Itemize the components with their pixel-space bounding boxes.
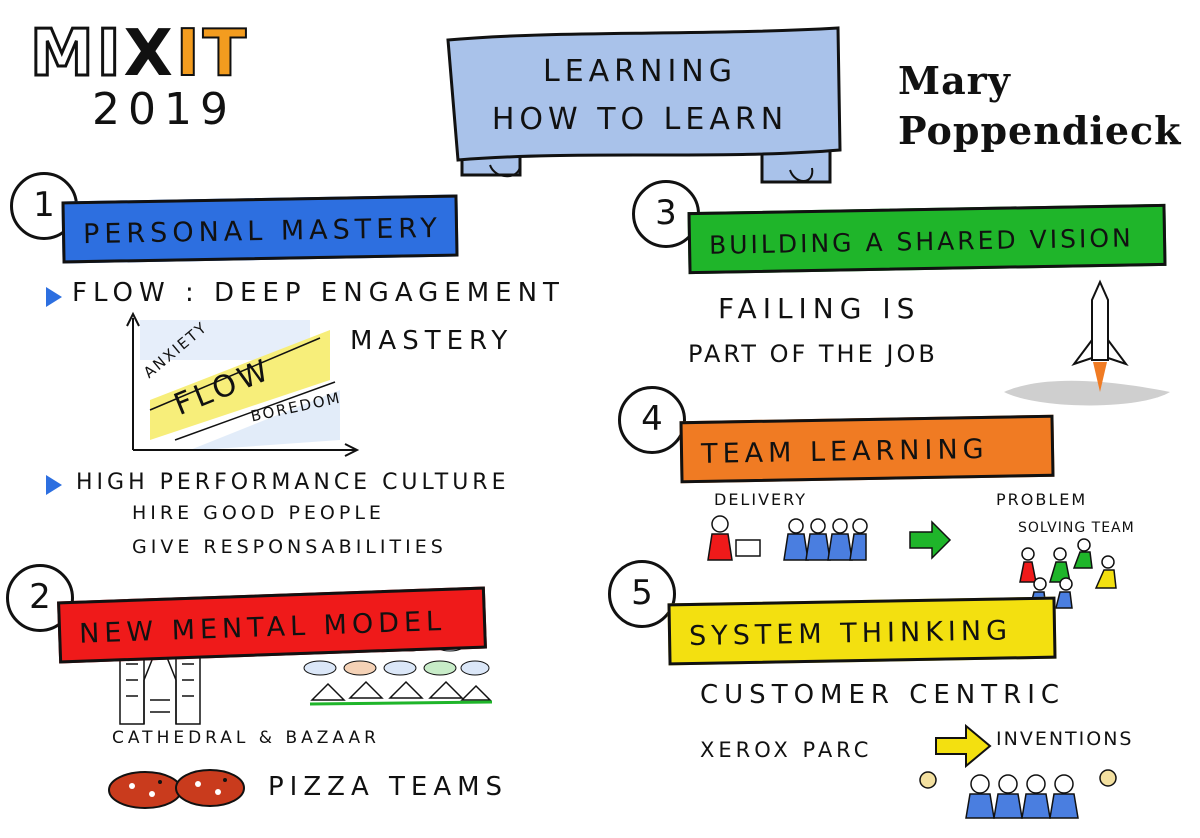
section-3-title: Building a shared vision: [687, 203, 1167, 275]
flow-bullet-text: Flow : Deep engagement: [72, 278, 565, 308]
flow-graph: [126, 311, 360, 457]
rocket-drawing: [1004, 279, 1170, 406]
author-first: Mary: [898, 58, 1011, 103]
mixit-logo: MIXIT: [29, 21, 249, 88]
logo-year: 2019: [92, 84, 236, 135]
inventions-drawing: [919, 723, 1117, 819]
logo-part-x: X: [123, 17, 176, 91]
pizza-teams-text: Pizza teams: [268, 772, 509, 802]
solving-team-label: solving team: [1018, 520, 1135, 536]
culture-line-2: Give responsabilities: [132, 536, 447, 558]
culture-bullet-text: High performance culture: [76, 470, 510, 495]
pizza-drawing: [108, 769, 245, 809]
logo-part-mi: MI: [29, 17, 124, 91]
mastery-text: Mastery: [350, 326, 514, 356]
problem-label: Problem: [996, 490, 1088, 509]
author-last: Poppendieck: [898, 108, 1182, 153]
bullet-icon: [46, 475, 62, 495]
culture-line-1: Hire good people: [132, 502, 385, 524]
cathedral-bazaar-caption: Cathedral & Bazaar: [112, 728, 380, 748]
author-name: Mary Poppendieck: [898, 56, 1182, 156]
title-line-1: Learning: [542, 54, 737, 89]
section-4-title: Team Learning: [679, 414, 1055, 484]
section-5-title: System thinking: [667, 596, 1057, 666]
delivery-label: Delivery: [714, 490, 807, 509]
title-banner: [446, 26, 842, 184]
xerox-text: Xerox parc: [700, 738, 873, 762]
failing-line-2: part of the job: [688, 340, 938, 368]
section-5-number: 5: [608, 560, 676, 628]
title-line-2: How to learn: [491, 102, 789, 137]
page-title: Learning How to learn: [470, 48, 810, 144]
logo-part-it: IT: [175, 17, 250, 91]
section-4-number: 4: [618, 386, 686, 454]
section-1-title: Personal Mastery: [61, 194, 459, 264]
team-learning-drawing: [707, 515, 1117, 609]
inventions-text: Inventions: [996, 728, 1134, 750]
customer-centric-text: Customer centric: [700, 680, 1066, 710]
failing-line-1: Failing is: [718, 292, 921, 325]
bullet-icon: [46, 287, 62, 307]
